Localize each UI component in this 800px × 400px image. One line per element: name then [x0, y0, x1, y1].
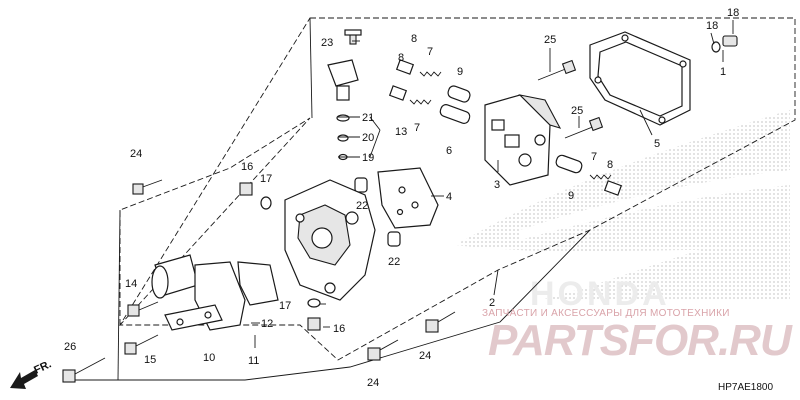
honda-wing-watermark — [455, 110, 790, 300]
bolt-26 — [62, 357, 106, 383]
label-23: 23 — [321, 37, 333, 49]
plate-8 — [388, 59, 623, 196]
label-13: 13 — [395, 126, 407, 138]
label-2: 2 — [489, 297, 495, 309]
spool-valve-right — [555, 154, 583, 174]
label-7a: 7 — [427, 46, 433, 58]
label-24b: 24 — [367, 377, 379, 389]
label-20: 20 — [362, 132, 374, 144]
bolt-25-upper — [537, 59, 577, 81]
label-24a: 24 — [130, 148, 142, 160]
linear-solenoid-assembly — [151, 254, 279, 331]
label-1: 1 — [720, 66, 726, 78]
label-19: 19 — [362, 152, 374, 164]
front-direction-arrow: FR. — [10, 358, 53, 389]
label-14: 14 — [125, 278, 137, 290]
label-9b: 9 — [568, 190, 574, 202]
label-18a: 18 — [706, 20, 718, 32]
solenoid-13 — [327, 29, 362, 161]
label-6: 6 — [446, 145, 452, 157]
label-17a: 17 — [260, 173, 272, 185]
label-18b: 18 — [727, 7, 739, 19]
main-valve-body — [284, 179, 376, 301]
bolt-15 — [124, 334, 159, 355]
label-3: 3 — [494, 179, 500, 191]
bolt-24-bottom — [367, 339, 399, 361]
label-15: 15 — [144, 354, 156, 366]
spool-valve-lower — [439, 104, 471, 124]
dowel-pin-22 — [354, 177, 401, 247]
label-17b: 17 — [279, 300, 291, 312]
bolt-16-lower — [307, 298, 321, 331]
label-16a: 16 — [241, 161, 253, 173]
label-10: 10 — [203, 352, 215, 364]
spring-7 — [409, 71, 612, 180]
valve-body-3 — [484, 94, 562, 186]
honda-logo-text: HONDA — [530, 275, 670, 313]
lower-assembly-outline — [65, 229, 591, 381]
plug-1 — [711, 35, 738, 53]
bolt-24-right — [425, 311, 456, 333]
shop-domain-watermark: PARTSFOR.RU — [488, 316, 793, 365]
label-8c: 8 — [607, 159, 613, 171]
label-11: 11 — [248, 355, 259, 367]
label-24c: 24 — [419, 350, 431, 362]
label-7b: 7 — [414, 122, 420, 134]
bolt-14 — [127, 301, 159, 317]
label-5: 5 — [654, 138, 660, 150]
part-labels: 1 2 3 4 5 6 7 7 7 8 8 8 9 9 10 11 12 13 … — [64, 7, 739, 389]
label-8a: 8 — [411, 33, 417, 45]
label-8b: 8 — [398, 52, 404, 64]
spool-valve-upper — [447, 85, 471, 103]
label-9a: 9 — [457, 66, 463, 78]
label-25a: 25 — [544, 34, 556, 46]
label-12: 12 — [261, 318, 273, 330]
shop-tagline-watermark: ЗАПЧАСТИ И АКСЕССУАРЫ ДЛЯ МОТОТЕХНИКИ — [482, 308, 730, 319]
label-25b: 25 — [571, 105, 583, 117]
bolt-16-upper — [239, 182, 272, 210]
bolt-25-lower — [564, 116, 604, 139]
direction-label: FR. — [32, 358, 53, 376]
bolt-24-left — [132, 179, 163, 195]
label-21: 21 — [362, 112, 374, 124]
separator-plate-4 — [377, 167, 439, 229]
label-22b: 22 — [388, 256, 400, 268]
gasket-5 — [589, 31, 691, 126]
label-7c: 7 — [591, 151, 597, 163]
diagram-code: HP7AE1800 — [718, 382, 773, 393]
label-16b: 16 — [333, 323, 345, 335]
label-22a: 22 — [356, 200, 368, 212]
leader-lines — [251, 20, 734, 348]
left-assembly-outline — [119, 117, 311, 327]
label-4: 4 — [446, 191, 452, 203]
label-26: 26 — [64, 341, 76, 353]
